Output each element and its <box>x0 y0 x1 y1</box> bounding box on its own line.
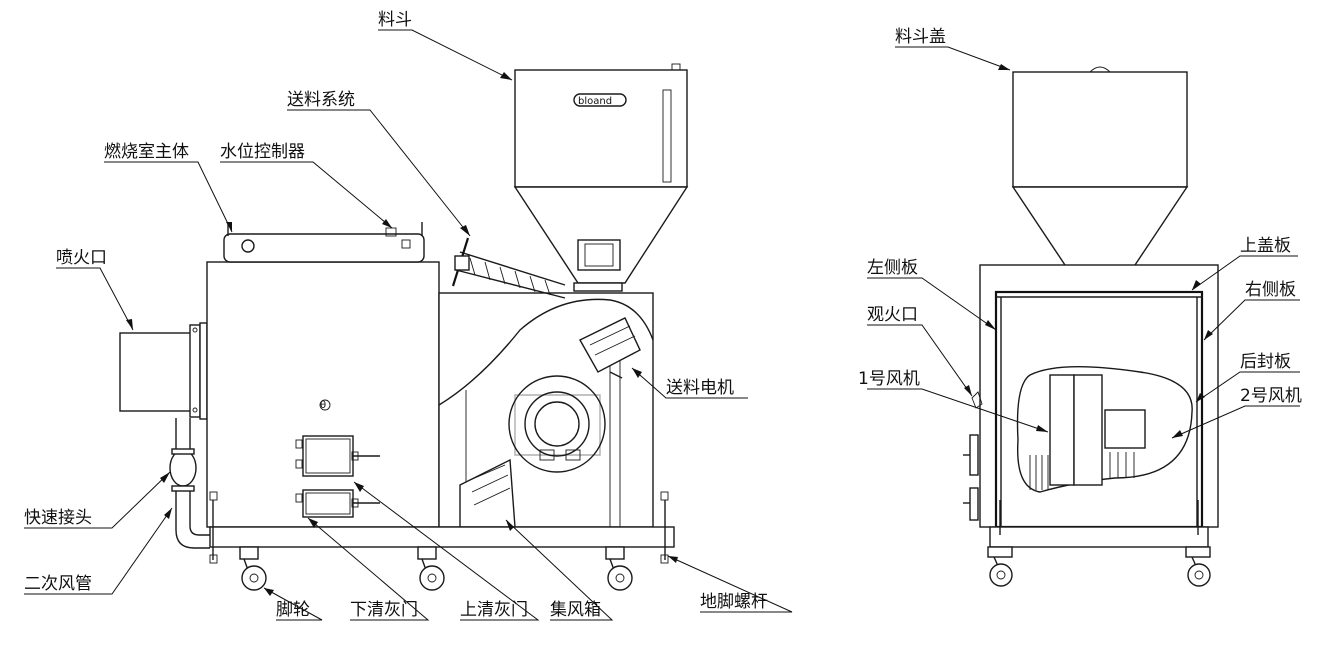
side-fan-housing <box>1016 365 1193 493</box>
label-feeding-system: 送料系统 <box>287 90 355 110</box>
side-view: 料斗盖 上盖板 左侧板 右侧板 观火口 后封板 1号风机 2号风机 <box>858 27 1302 587</box>
secondary-air-pipe <box>169 418 210 549</box>
label-anchor-bolt: 地脚螺杆 <box>700 592 768 612</box>
brand-mark: bloand <box>578 96 612 107</box>
caster-mid <box>417 546 445 591</box>
label-viewing-port: 观火口 <box>867 305 918 325</box>
flame-outlet <box>119 322 208 420</box>
label-right-panel: 右侧板 <box>1245 280 1296 300</box>
feeding-auger <box>451 237 566 299</box>
label-top-cover: 上盖板 <box>1240 236 1291 256</box>
upper-ash-door <box>295 435 380 477</box>
side-caster-right <box>1185 546 1211 587</box>
mark-theta: θ <box>320 400 326 411</box>
label-fan-1: 1号风机 <box>858 369 920 389</box>
fan-impeller <box>508 375 606 473</box>
front-leader-lines <box>24 29 793 621</box>
feed-motor <box>579 317 641 379</box>
label-left-panel: 左侧板 <box>867 258 918 278</box>
lower-ash-door <box>295 489 380 518</box>
label-lower-ash-door: 下清灰门 <box>350 600 418 620</box>
label-caster: 脚轮 <box>276 600 310 620</box>
label-upper-ash-door: 上清灰门 <box>460 600 528 620</box>
label-fan-2: 2号风机 <box>1240 386 1302 406</box>
label-water-level-controller: 水位控制器 <box>220 142 305 162</box>
side-leader-lines <box>867 46 1300 439</box>
side-hopper <box>1011 66 1189 291</box>
label-rear-seal: 后封板 <box>1240 352 1291 372</box>
combustion-chamber-body: θ <box>206 222 440 528</box>
label-hopper: 料斗 <box>378 10 412 30</box>
label-hopper-lid: 料斗盖 <box>895 27 946 47</box>
caster-left <box>239 546 267 591</box>
label-air-box: 集风箱 <box>550 600 601 620</box>
caster-right <box>605 546 633 591</box>
side-caster-left <box>987 546 1013 587</box>
label-quick-connector: 快速接头 <box>24 508 92 528</box>
side-base <box>989 500 1209 548</box>
side-fittings <box>963 434 979 521</box>
hopper: bloand <box>513 63 689 292</box>
label-flame-outlet: 喷火口 <box>56 248 107 268</box>
label-combustion-body: 燃烧室主体 <box>104 142 189 162</box>
label-feed-motor: 送料电机 <box>666 378 734 398</box>
front-view: θ <box>24 10 793 621</box>
label-secondary-air-pipe: 二次风管 <box>24 574 92 594</box>
base-frame <box>209 491 675 564</box>
